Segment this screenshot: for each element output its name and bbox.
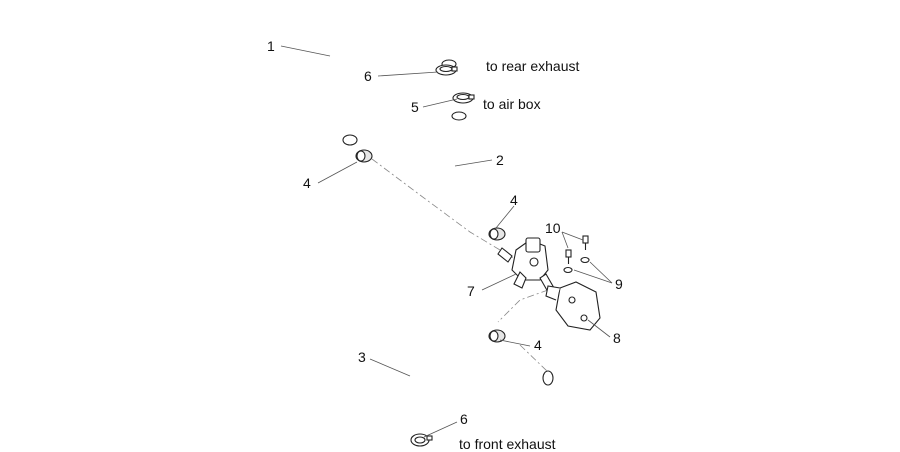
hose-1 xyxy=(321,1,465,155)
callout-9: 9 xyxy=(615,276,623,292)
clamp-6-upper xyxy=(435,64,458,76)
callout-10: 10 xyxy=(545,220,561,236)
callout-labels: 1 2 3 4 4 4 5 6 6 7 8 9 10 xyxy=(267,38,623,427)
washers-9 xyxy=(563,256,590,274)
clamp-5 xyxy=(452,92,475,104)
screws-10 xyxy=(565,235,589,264)
callout-5: 5 xyxy=(411,99,419,115)
callout-6-lower: 6 xyxy=(460,411,468,427)
callout-2: 2 xyxy=(496,152,504,168)
label-to-rear-exhaust: to rear exhaust xyxy=(486,58,579,74)
callout-4-upper: 4 xyxy=(303,175,311,191)
clamp-4-lower xyxy=(488,329,506,343)
bracket-8 xyxy=(545,281,601,331)
callout-1: 1 xyxy=(267,38,275,54)
label-to-front-exhaust: to front exhaust xyxy=(459,436,556,452)
valve-7 xyxy=(497,237,555,293)
callout-6-upper: 6 xyxy=(364,68,372,84)
callout-8: 8 xyxy=(613,330,621,346)
callout-3: 3 xyxy=(358,349,366,365)
clamp-4-middle xyxy=(488,227,506,241)
hose-3 xyxy=(390,337,555,445)
destination-labels: to rear exhaust to air box to front exha… xyxy=(459,58,579,452)
leader-lines xyxy=(280,45,613,438)
clamp-4-upper xyxy=(355,149,373,163)
assembly-axis-lines xyxy=(359,149,549,373)
callout-4-middle: 4 xyxy=(510,192,518,208)
label-to-air-box: to air box xyxy=(483,96,541,112)
callout-4-lower: 4 xyxy=(534,337,542,353)
clamp-6-lower xyxy=(410,433,433,447)
callout-7: 7 xyxy=(467,283,475,299)
hose-2 xyxy=(441,111,492,231)
